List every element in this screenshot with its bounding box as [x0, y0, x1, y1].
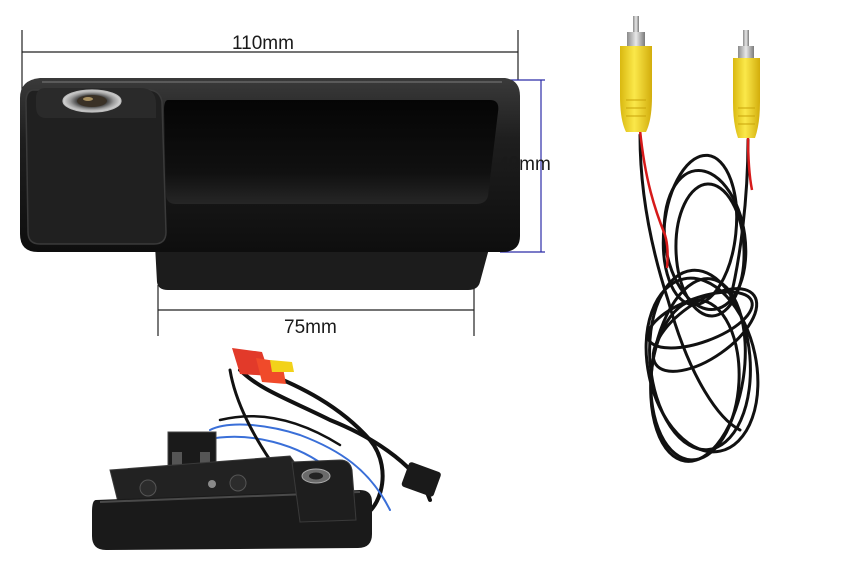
rca-plug-left [620, 16, 652, 132]
dimension-label-overall-width: 110mm [232, 33, 294, 54]
dimension-label-height: 40mm [498, 154, 551, 175]
dimension-line-110mm [21, 30, 519, 95]
dimension-line-75mm [157, 285, 475, 336]
camera-handle-rear [92, 348, 441, 550]
rca-plug-right [733, 30, 760, 138]
rca-cable [620, 16, 760, 463]
dimension-label-bottom-width: 75mm [284, 317, 337, 338]
camera-handle-front [20, 78, 520, 290]
